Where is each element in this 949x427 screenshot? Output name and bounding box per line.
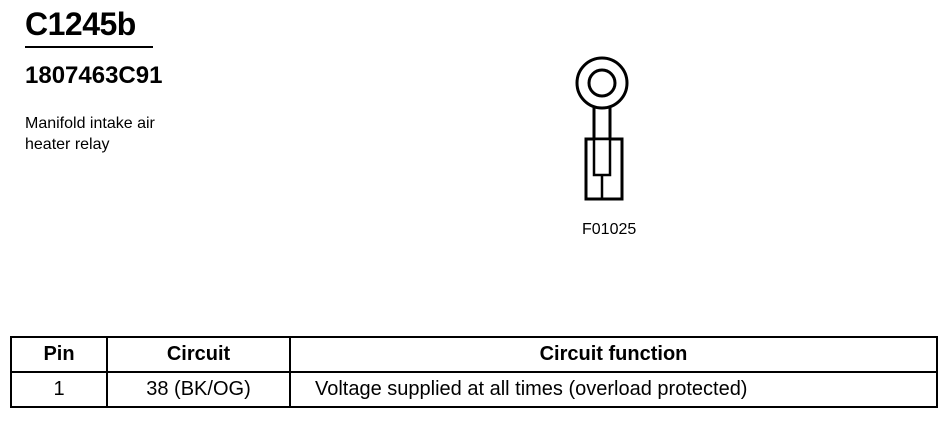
pin-table: Pin Circuit Circuit function 1 38 (BK/OG… <box>10 336 938 408</box>
header-circuit: Circuit <box>106 336 291 373</box>
description-line-2: heater relay <box>25 136 110 153</box>
cell-function: Voltage supplied at all times (overload … <box>289 371 938 408</box>
cell-circuit: 38 (BK/OG) <box>106 371 291 408</box>
description-line-1: Manifold intake air <box>25 115 155 132</box>
table-row: 1 38 (BK/OG) Voltage supplied at all tim… <box>10 371 938 408</box>
title-underline <box>25 46 153 48</box>
part-number: 1807463C91 <box>25 62 163 89</box>
table-header-row: Pin Circuit Circuit function <box>10 336 938 373</box>
ring-terminal-icon <box>575 56 629 201</box>
cell-pin: 1 <box>10 371 108 408</box>
header-pin: Pin <box>10 336 108 373</box>
header-function: Circuit function <box>289 336 938 373</box>
connector-id: C1245b <box>25 6 136 42</box>
connector-description: Manifold intake air heater relay <box>25 113 225 155</box>
figure-code: F01025 <box>582 221 637 238</box>
